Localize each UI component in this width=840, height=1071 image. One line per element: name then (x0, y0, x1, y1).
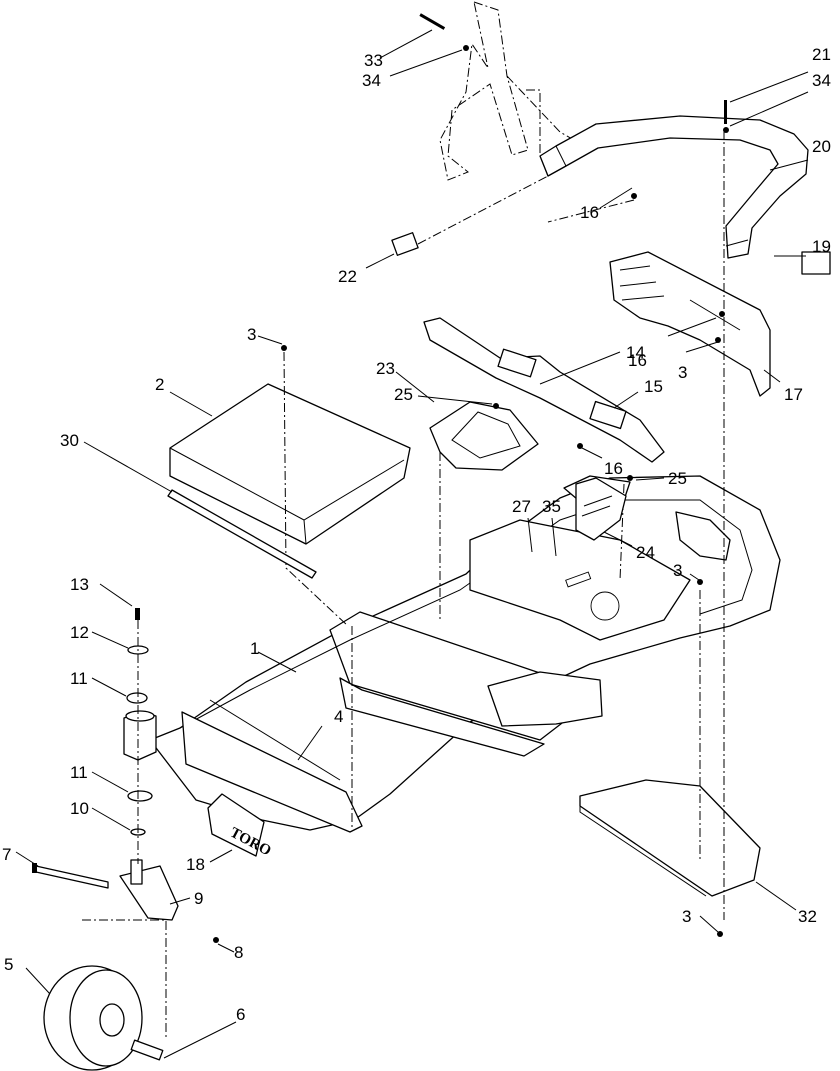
callout-16: 16 (580, 203, 599, 222)
caster-wheel (43, 965, 164, 1071)
callout-23: 23 (376, 359, 395, 378)
callout-3: 3 (673, 561, 682, 580)
callout-22: 22 (338, 267, 357, 286)
callout-35: 35 (542, 497, 561, 516)
callout-8: 8 (234, 943, 243, 962)
callout-27: 27 (512, 497, 531, 516)
support-channel (423, 317, 665, 463)
callout-17: 17 (784, 385, 803, 404)
callout-12: 12 (70, 623, 89, 642)
caster-assembly (119, 608, 179, 921)
callout-24: 24 (636, 543, 655, 562)
callout-16-b: 16 (628, 351, 647, 370)
callout-3: 3 (247, 325, 256, 344)
callout-4: 4 (334, 707, 343, 726)
callout-2: 2 (155, 375, 164, 394)
callout-3: 3 (682, 907, 691, 926)
callout-14: 14 (626, 343, 645, 362)
axle-bolt (32, 863, 109, 889)
belt-shield (579, 779, 761, 897)
callout-11: 11 (70, 669, 88, 688)
callout-18: 18 (186, 855, 205, 874)
callout-25: 25 (668, 469, 687, 488)
callout-19: 19 (812, 237, 831, 256)
callout-labels: 33 34 21 34 20 19 16 22 3 2 30 23 25 14 … (2, 45, 831, 1024)
callout-3: 3 (678, 363, 687, 382)
callout-34: 34 (812, 71, 831, 90)
seat-pan-bracket (167, 489, 317, 579)
callout-30: 30 (60, 431, 79, 450)
callout-1: 1 (250, 639, 259, 658)
callout-33: 33 (364, 51, 383, 70)
assembly-center-lines (82, 89, 725, 1040)
main-frame (149, 475, 781, 833)
seat-pan (169, 383, 411, 545)
rear-bracket (575, 477, 627, 541)
screen-cover (429, 401, 539, 471)
leader-lines (15, 29, 809, 1059)
callout-16: 16 (604, 459, 623, 478)
callout-7: 7 (2, 845, 11, 864)
seat-switch-plate (609, 251, 771, 397)
callout-13: 13 (70, 575, 89, 594)
roll-bar (539, 115, 809, 259)
callout-21: 21 (812, 45, 831, 64)
callout-34: 34 (362, 71, 381, 90)
callout-6: 6 (236, 1005, 245, 1024)
callout-11: 11 (70, 763, 88, 782)
callout-15: 15 (644, 377, 663, 396)
callout-32: 32 (798, 907, 817, 926)
callout-10: 10 (70, 799, 89, 818)
callout-5: 5 (4, 955, 13, 974)
callout-25: 25 (394, 385, 413, 404)
callout-9: 9 (194, 889, 203, 908)
hardware-fasteners (213, 13, 831, 943)
callout-20: 20 (812, 137, 831, 156)
